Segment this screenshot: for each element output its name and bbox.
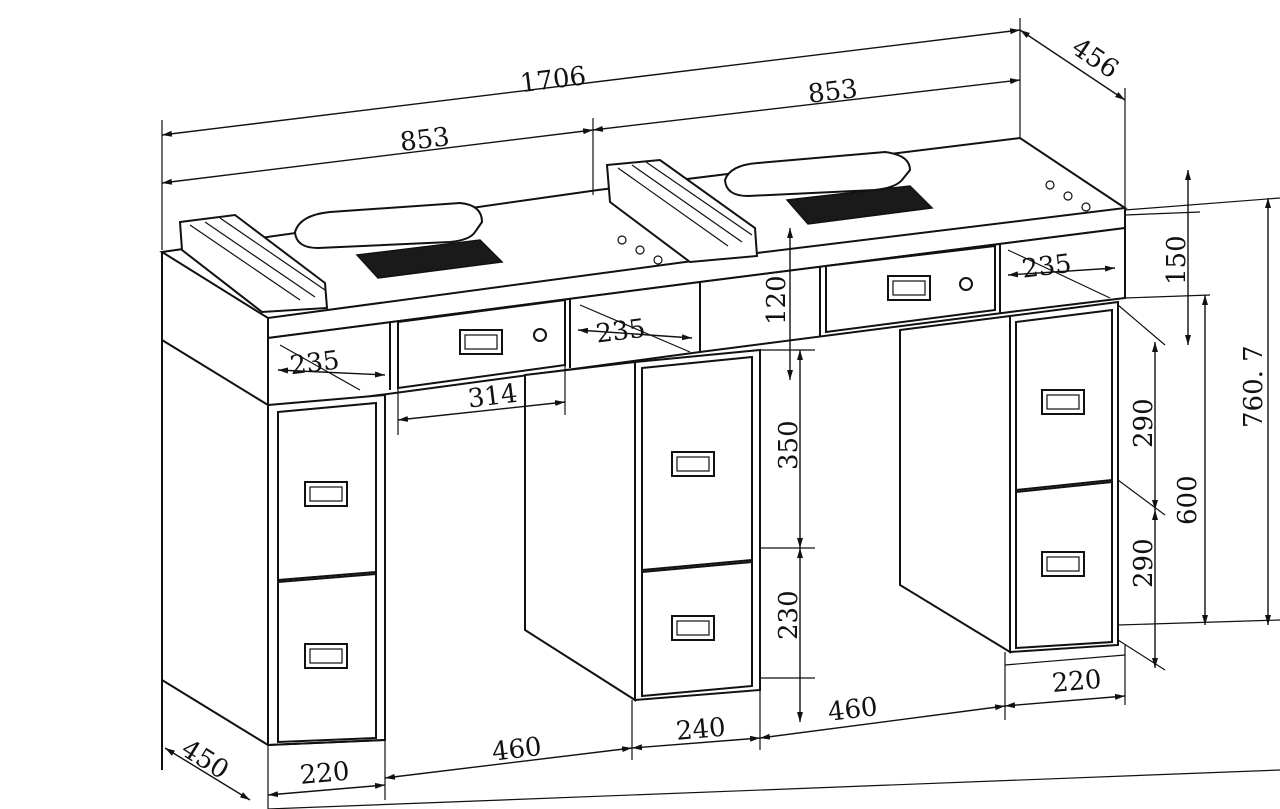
handle-icon bbox=[892, 280, 926, 296]
handle-icon bbox=[1046, 394, 1080, 410]
dim-shelf-right: 235 bbox=[1020, 249, 1073, 285]
handle-icon bbox=[671, 451, 715, 477]
dim-bottom-right-gap: 460 bbox=[826, 692, 879, 728]
handle-icon bbox=[304, 481, 348, 507]
dimension-lines bbox=[161, 18, 1280, 809]
handle-icon bbox=[1041, 389, 1085, 415]
dim-bottom-left-cabinet: 220 bbox=[299, 757, 351, 791]
handle-icon bbox=[304, 643, 348, 669]
handle-icon bbox=[459, 329, 503, 355]
dim-cabinet-height: 600 bbox=[1173, 475, 1203, 525]
dim-half-width-left: 853 bbox=[398, 122, 451, 158]
handle-icon bbox=[309, 648, 343, 664]
dim-depth-bottom: 450 bbox=[176, 734, 234, 786]
dim-total-width: 1706 bbox=[518, 61, 587, 99]
dim-lower-drawer-height: 230 bbox=[774, 590, 804, 640]
dim-total-height: 760. 7 bbox=[1239, 345, 1269, 428]
arm-rest-icon bbox=[293, 201, 484, 250]
lock-icon bbox=[959, 277, 973, 291]
arm-rest-icon bbox=[723, 150, 912, 198]
dim-shelf-middle: 235 bbox=[594, 314, 647, 350]
top-accessories bbox=[178, 150, 1091, 314]
bottle-rack-icon bbox=[605, 158, 759, 264]
drawer-handles bbox=[304, 275, 1085, 669]
dim-upper-drawer-height: 350 bbox=[774, 420, 804, 470]
handle-icon bbox=[887, 275, 931, 301]
dimension-labels: 1706 456 853 853 235 235 235 314 120 350… bbox=[176, 32, 1269, 790]
handle-icon bbox=[671, 615, 715, 641]
dim-depth-top: 456 bbox=[1066, 32, 1124, 85]
dim-bottom-middle-cabinet: 240 bbox=[675, 713, 727, 747]
dim-drawer-width: 314 bbox=[466, 379, 519, 415]
dim-bottom-right-cabinet: 220 bbox=[1051, 665, 1103, 699]
handle-icon bbox=[676, 456, 710, 472]
handle-icon bbox=[676, 620, 710, 636]
dim-top-height: 150 bbox=[1162, 235, 1192, 285]
dim-drawer-right-upper: 290 bbox=[1129, 398, 1159, 448]
dust-vent-icon bbox=[355, 239, 504, 279]
bottle-rack-icon bbox=[178, 213, 329, 314]
handle-icon bbox=[309, 486, 343, 502]
handle-icon bbox=[1041, 551, 1085, 577]
dim-drawer-right-lower: 290 bbox=[1129, 538, 1159, 588]
lock-icon bbox=[533, 328, 547, 342]
dim-shelf-left: 235 bbox=[288, 346, 341, 382]
handle-icon bbox=[1046, 556, 1080, 572]
dust-vent-icon bbox=[785, 185, 934, 225]
dim-half-width-right: 853 bbox=[806, 74, 859, 110]
dim-bottom-left-gap: 460 bbox=[490, 732, 543, 768]
dim-top-step-height: 120 bbox=[762, 275, 792, 325]
handle-icon bbox=[464, 334, 498, 350]
